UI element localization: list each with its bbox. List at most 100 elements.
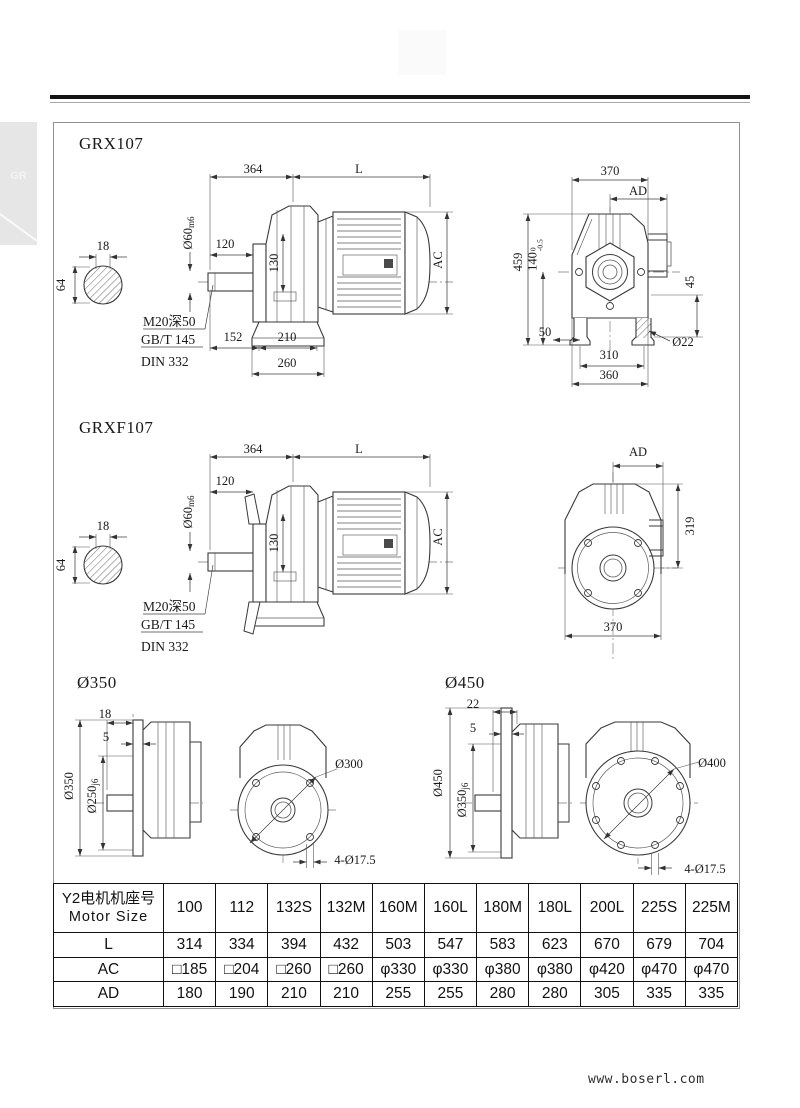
dim-key-width: 18 xyxy=(96,238,110,253)
section-title-grx107: GRX107 xyxy=(79,134,144,153)
standard-din: DIN 332 xyxy=(141,639,189,654)
table-cell: 679 xyxy=(632,932,686,958)
dim-210: 210 xyxy=(277,329,297,344)
table-cell: 180L xyxy=(528,882,582,934)
table-cell: 200L xyxy=(580,882,634,934)
table-cell: 180 xyxy=(162,981,217,1007)
table-cell: 210 xyxy=(319,981,373,1007)
grx107-front-view xyxy=(523,177,703,387)
series-index-tab: GR xyxy=(0,122,38,245)
dim-bolt-holes: 4-Ø17.5 xyxy=(684,861,726,876)
header-cn: Y2电机机座号 xyxy=(61,889,156,907)
table-cell: φ330 xyxy=(423,956,478,983)
dim-bolt-circle: Ø300 xyxy=(335,756,363,771)
section-title-flange350: Ø350 xyxy=(77,673,117,692)
dim-shaft-diameter: Ø60m6 xyxy=(181,216,196,250)
section-title-grxf107: GRXF107 xyxy=(79,418,154,437)
dim-370: 370 xyxy=(600,163,620,178)
table-cell: 432 xyxy=(319,932,373,958)
flange350-side-view xyxy=(75,714,203,857)
top-rule-thin xyxy=(50,102,750,103)
grxf107-side-view xyxy=(141,454,454,635)
dim-shaft-height: 64 xyxy=(53,558,68,572)
dim-152: 152 xyxy=(223,329,243,344)
table-cell: 503 xyxy=(371,932,425,958)
dim-45: 45 xyxy=(682,275,697,289)
dim-bolt-holes: 4-Ø17.5 xyxy=(334,852,376,867)
table-cell: 314 xyxy=(162,932,217,958)
header-en: Motor Size xyxy=(68,909,149,926)
dim-flange-outer: Ø350 xyxy=(61,772,76,800)
table-cell: 704 xyxy=(684,932,739,958)
flange450-side-view xyxy=(445,707,573,859)
dim-260: 260 xyxy=(277,355,297,370)
table-cell: 547 xyxy=(423,932,478,958)
flange350-front-view xyxy=(230,724,338,868)
dim-hole-22: Ø22 xyxy=(672,334,694,349)
dim-ac: AC xyxy=(430,528,445,546)
dim-shaft-diameter: Ø60m6 xyxy=(181,495,196,529)
table-header-cell: Y2电机机座号 Motor Size xyxy=(53,882,164,934)
table-row-L: L 314 334 394 432 503 547 583 623 670 67… xyxy=(53,932,739,958)
series-tab-label: GR xyxy=(10,170,27,182)
dim-5: 5 xyxy=(102,729,110,744)
dim-50: 50 xyxy=(538,324,552,339)
table-cell: 112 xyxy=(215,882,269,934)
dim-ac: AC xyxy=(430,251,445,269)
table-cell: 280 xyxy=(528,981,582,1007)
table-cell: 190 xyxy=(215,981,269,1007)
table-cell: 132M xyxy=(319,882,373,934)
table-cell: φ470 xyxy=(684,956,739,983)
table-cell: □260 xyxy=(319,956,373,983)
standard-din: DIN 332 xyxy=(141,354,189,369)
dim-120: 120 xyxy=(215,473,235,488)
table-cell: 225S xyxy=(632,882,686,934)
table-cell: 394 xyxy=(267,932,321,958)
table-cell: 670 xyxy=(580,932,634,958)
dim-130: 130 xyxy=(266,533,281,553)
drawing-frame xyxy=(53,122,740,1009)
table-cell: 132S xyxy=(267,882,321,934)
table-cell: φ470 xyxy=(632,956,686,983)
table-cell: φ330 xyxy=(371,956,425,983)
dim-130: 130 xyxy=(266,253,281,273)
thread-note: M20深50 xyxy=(143,599,196,614)
dim-spigot: Ø350j6 xyxy=(455,782,470,818)
table-cell: 160L xyxy=(423,882,478,934)
dim-5: 5 xyxy=(469,720,477,735)
table-cell: 335 xyxy=(684,981,739,1007)
top-rule-thick xyxy=(50,95,750,99)
dim-ad: AD xyxy=(628,444,648,459)
website-url: www.boserl.com xyxy=(588,1072,705,1087)
table-cell: 305 xyxy=(580,981,634,1007)
table-row-AC: AC □185 □204 □260 □260 φ330 φ330 φ380 φ3… xyxy=(53,956,739,983)
table-row-header: Y2电机机座号 Motor Size 100 112 132S 132M 160… xyxy=(53,882,739,934)
table-cell: 210 xyxy=(267,981,321,1007)
table-cell: 335 xyxy=(632,981,686,1007)
table-cell: □260 xyxy=(267,956,321,983)
table-cell: 255 xyxy=(423,981,478,1007)
dim-370: 370 xyxy=(603,619,623,634)
dim-459: 459 xyxy=(510,252,525,272)
dim-bolt-circle: Ø400 xyxy=(698,755,726,770)
dim-gear-length: 364 xyxy=(243,161,263,176)
tab-diagonal-line xyxy=(0,213,38,242)
table-cell: 255 xyxy=(371,981,425,1007)
dim-motor-length: L xyxy=(355,441,363,456)
table-cell: 280 xyxy=(476,981,530,1007)
motor-size-table: Y2电机机座号 Motor Size 100 112 132S 132M 160… xyxy=(53,882,739,1007)
dim-360: 360 xyxy=(599,367,619,382)
table-cell: 583 xyxy=(476,932,530,958)
table-cell: φ420 xyxy=(580,956,634,983)
technical-drawing xyxy=(53,174,703,875)
table-cell: φ380 xyxy=(476,956,530,983)
table-cell: 180M xyxy=(476,882,530,934)
standard-gbt: GB/T 145 xyxy=(141,332,196,347)
table-cell: 334 xyxy=(215,932,269,958)
row-label: AC xyxy=(53,956,164,983)
dim-key-width: 18 xyxy=(96,518,110,533)
table-cell: □185 xyxy=(162,956,217,983)
drawing-area: GRX107 GRXF107 Ø350 Ø450 18 64 364 L 120… xyxy=(53,122,739,1007)
dim-motor-length: L xyxy=(355,161,363,176)
